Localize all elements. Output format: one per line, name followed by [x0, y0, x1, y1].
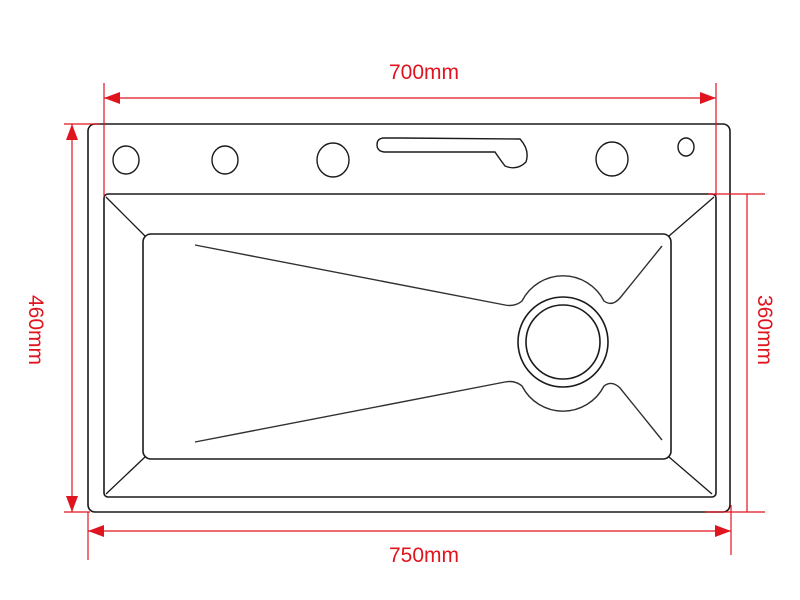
left-height-label: 460mm: [24, 295, 47, 365]
hole-2: [211, 145, 239, 175]
top-width-label: 700mm: [389, 61, 459, 84]
bottom-width-label: 750mm: [389, 544, 459, 567]
sink-deck: [87, 123, 731, 513]
basin-corner-lines: [105, 196, 715, 495]
faucet-holes: [112, 137, 695, 178]
hole-5: [677, 137, 695, 157]
hole-4: [595, 141, 629, 177]
hole-3: [316, 142, 350, 178]
knife-slot: [376, 137, 528, 169]
hole-1: [112, 145, 140, 175]
basin-floor: [142, 233, 672, 460]
drain-channel: [194, 244, 663, 443]
basin-rim: [103, 193, 717, 498]
drain: [517, 296, 609, 388]
sink-outline: [87, 123, 731, 513]
right-height-label: 360mm: [753, 295, 776, 365]
dimension-lines: [64, 83, 765, 560]
